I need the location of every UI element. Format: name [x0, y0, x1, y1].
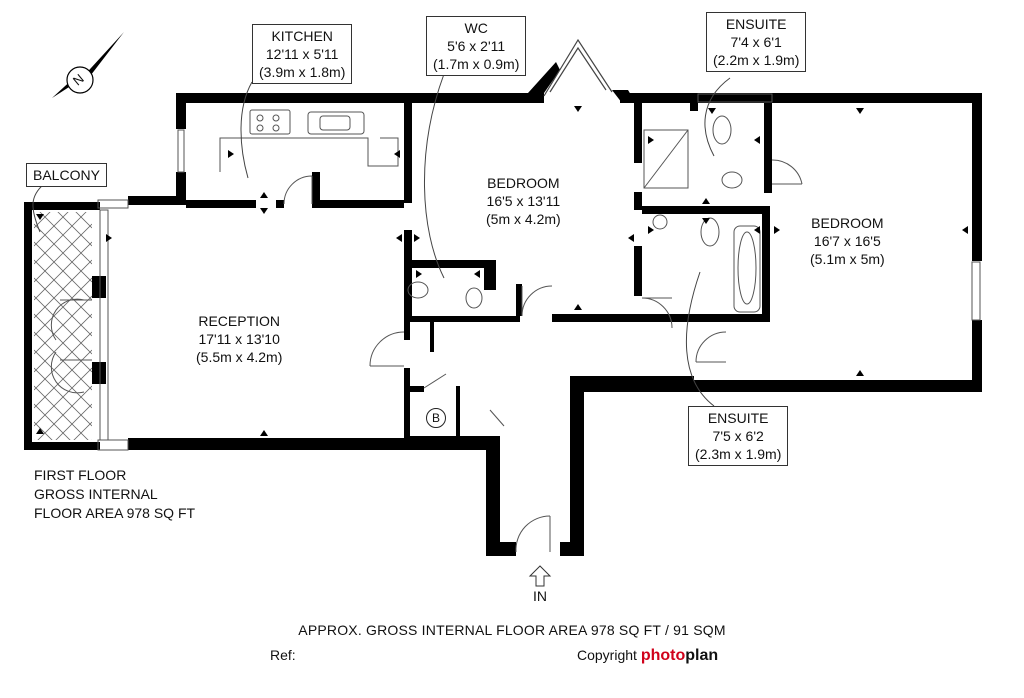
dimension-tick	[228, 150, 234, 158]
wc-imperial: 5'6 x 2'11	[447, 38, 506, 54]
balcony-lattice	[34, 212, 92, 440]
dimension-tick	[774, 226, 780, 234]
bathroom-fixtures	[407, 115, 761, 313]
footer-gross-area: APPROX. GROSS INTERNAL FLOOR AREA 978 SQ…	[298, 622, 726, 638]
balcony-name: BALCONY	[33, 167, 100, 183]
floor-info-line2: GROSS INTERNAL	[34, 486, 158, 502]
dimension-tick	[702, 198, 710, 204]
dimension-tick	[36, 428, 44, 434]
copyright-text: Copyright	[577, 647, 637, 663]
entrance-label: IN	[533, 588, 547, 604]
kitchen-imperial: 12'11 x 5'11	[265, 46, 339, 62]
bedroom2-name: BEDROOM	[811, 215, 884, 231]
dimension-tick	[856, 108, 864, 114]
entrance-arrow-icon	[528, 565, 552, 587]
boiler-cupboard-marker: B	[426, 408, 446, 428]
dimension-tick	[36, 214, 44, 220]
dimension-tick	[574, 106, 582, 112]
dimension-tick	[260, 192, 268, 198]
dimension-tick	[474, 270, 480, 278]
ensuite-top-imperial: 7'4 x 6'1	[730, 34, 782, 50]
dimension-tick	[628, 234, 634, 242]
dimension-tick	[754, 226, 760, 234]
dimension-tick	[702, 218, 710, 224]
floor-info-line1: FIRST FLOOR	[34, 467, 127, 483]
dimension-tick	[396, 234, 402, 242]
leader-lines	[32, 73, 731, 407]
wc-name: WC	[464, 20, 488, 36]
north-compass-icon	[52, 32, 124, 98]
dimension-tick	[416, 270, 422, 278]
bedroom1-name: BEDROOM	[487, 175, 560, 191]
footer-copyright: Copyright photoplan	[577, 647, 718, 665]
dimension-tick	[574, 304, 582, 310]
kitchen-units	[219, 109, 399, 172]
bedroom1-imperial: 16'5 x 13'11	[486, 193, 561, 209]
bedroom1-label: BEDROOM 16'5 x 13'11 (5m x 4.2m)	[486, 174, 561, 228]
wc-label: WC 5'6 x 2'11 (1.7m x 0.9m)	[426, 16, 527, 76]
ensuite-bottom-name: ENSUITE	[707, 410, 769, 426]
kitchen-label: KITCHEN 12'11 x 5'11 (3.9m x 1.8m)	[252, 24, 353, 84]
floor-info-line3: FLOOR AREA 978 SQ FT	[34, 505, 196, 521]
ensuite-top-metric: (2.2m x 1.9m)	[713, 52, 800, 68]
reception-label: RECEPTION 17'11 x 13'10 (5.5m x 4.2m)	[196, 312, 282, 366]
measurement-ticks	[36, 106, 968, 436]
brand-logo-plan: plan	[685, 647, 719, 664]
floor-info: FIRST FLOOR GROSS INTERNAL FLOOR AREA 97…	[34, 466, 195, 523]
bedroom2-label: BEDROOM 16'7 x 16'5 (5.1m x 5m)	[810, 214, 885, 268]
dimension-tick	[648, 226, 654, 234]
bedroom2-metric: (5.1m x 5m)	[810, 251, 885, 267]
bedroom2-imperial: 16'7 x 16'5	[813, 233, 881, 249]
roof-outline	[543, 38, 613, 97]
doors	[50, 159, 803, 553]
windows	[97, 93, 981, 451]
walls	[24, 62, 982, 556]
reception-metric: (5.5m x 4.2m)	[196, 349, 283, 365]
kitchen-name: KITCHEN	[271, 28, 333, 44]
bedroom1-metric: (5m x 4.2m)	[486, 211, 561, 227]
reception-imperial: 17'11 x 13'10	[198, 331, 280, 347]
dimension-tick	[260, 208, 268, 214]
dimension-tick	[708, 108, 716, 114]
ensuite-bottom-metric: (2.3m x 1.9m)	[695, 446, 782, 462]
ensuite-top-label: ENSUITE 7'4 x 6'1 (2.2m x 1.9m)	[706, 12, 807, 72]
reception-name: RECEPTION	[198, 313, 281, 329]
dimension-tick	[106, 234, 112, 242]
dimension-tick	[414, 234, 420, 242]
ensuite-bottom-imperial: 7'5 x 6'2	[712, 428, 764, 444]
footer-ref: Ref:	[270, 647, 296, 663]
dimension-tick	[260, 430, 268, 436]
dimension-tick	[754, 136, 760, 144]
ensuite-bottom-label: ENSUITE 7'5 x 6'2 (2.3m x 1.9m)	[688, 406, 789, 466]
ensuite-top-name: ENSUITE	[725, 16, 787, 32]
dimension-tick	[394, 150, 400, 158]
wc-metric: (1.7m x 0.9m)	[433, 56, 520, 72]
dimension-tick	[856, 370, 864, 376]
dimension-tick	[962, 226, 968, 234]
kitchen-metric: (3.9m x 1.8m)	[259, 64, 346, 80]
dimension-tick	[648, 136, 654, 144]
balcony-label: BALCONY	[26, 163, 107, 187]
brand-logo-photo: photo	[640, 647, 686, 664]
